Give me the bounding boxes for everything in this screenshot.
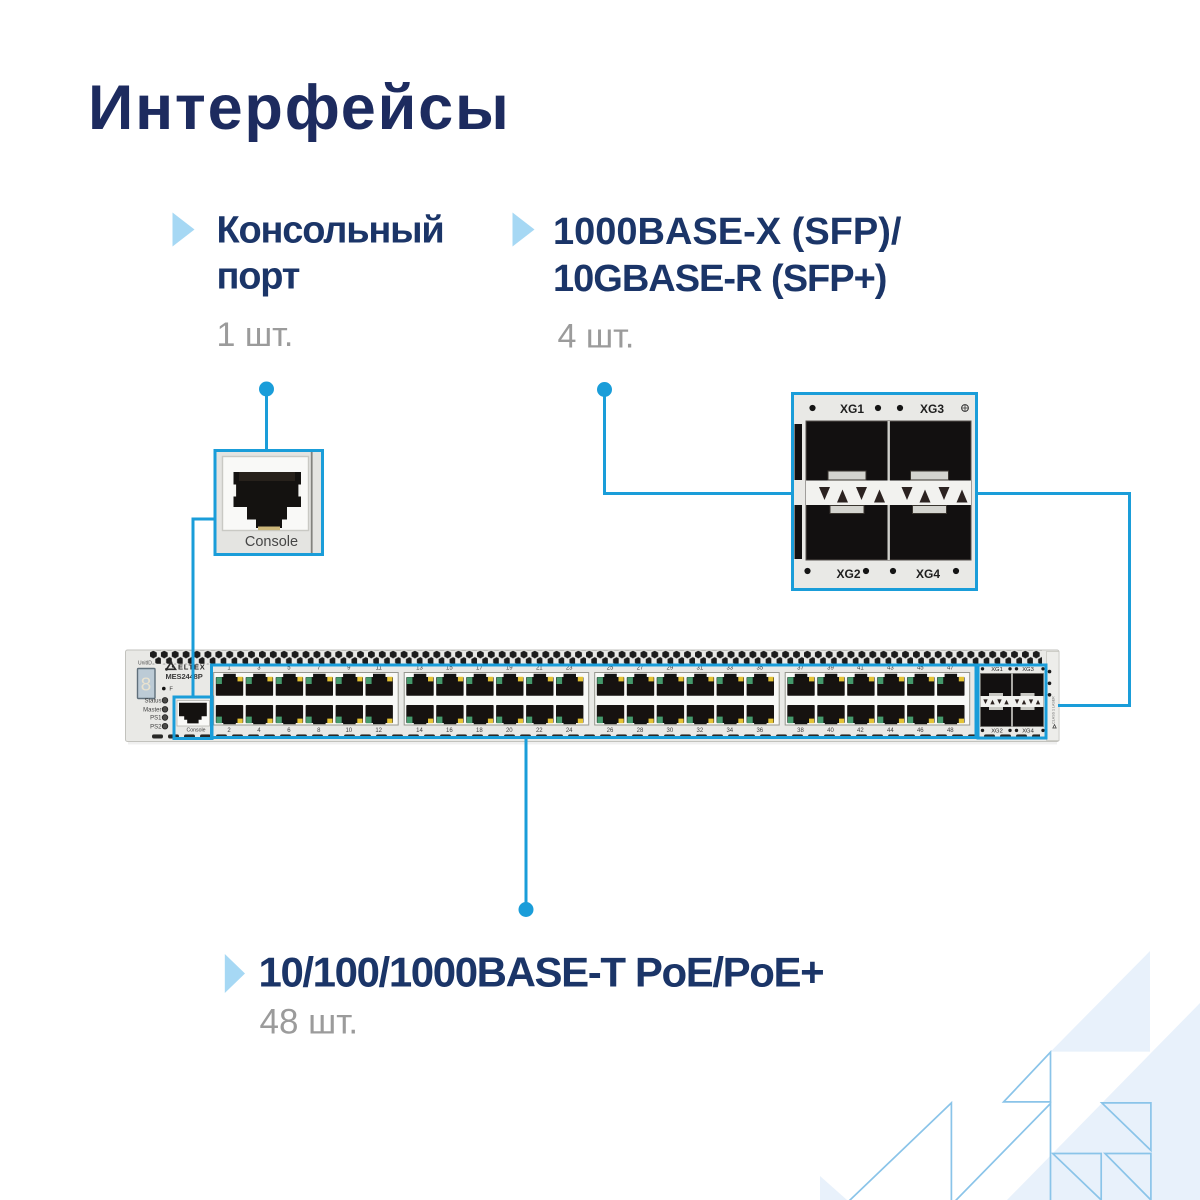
svg-text:11: 11 <box>376 666 383 672</box>
svg-text:48: 48 <box>947 728 954 734</box>
svg-text:XG3: XG3 <box>920 402 944 416</box>
svg-text:7: 7 <box>317 666 321 672</box>
svg-text:9: 9 <box>347 666 351 672</box>
svg-text:12: 12 <box>375 728 382 734</box>
svg-text:40: 40 <box>827 728 834 734</box>
svg-text:46: 46 <box>917 728 924 734</box>
svg-text:PS2: PS2 <box>150 724 162 730</box>
svg-text:XG1: XG1 <box>991 667 1003 673</box>
svg-text:8: 8 <box>317 728 321 734</box>
svg-text:25: 25 <box>607 666 614 672</box>
svg-text:порт: порт <box>217 256 300 298</box>
svg-text:XG2: XG2 <box>991 729 1003 735</box>
svg-text:43: 43 <box>887 666 894 672</box>
svg-text:XG2: XG2 <box>836 567 860 581</box>
svg-text:14: 14 <box>416 728 423 734</box>
svg-text:13: 13 <box>416 666 423 672</box>
svg-text:45: 45 <box>917 666 924 672</box>
svg-text:4: 4 <box>257 728 261 734</box>
svg-text:29: 29 <box>667 666 674 672</box>
svg-text:24: 24 <box>566 728 573 734</box>
svg-text:Master: Master <box>143 708 161 714</box>
svg-text:MES2448P: MES2448P <box>166 672 203 681</box>
svg-text:23: 23 <box>566 666 573 672</box>
svg-text:33: 33 <box>726 666 733 672</box>
svg-text:16: 16 <box>446 728 453 734</box>
svg-text:F: F <box>169 687 173 693</box>
svg-text:Интерфейсы: Интерфейсы <box>88 73 511 143</box>
svg-text:PS1: PS1 <box>150 716 162 722</box>
svg-text:28: 28 <box>637 728 644 734</box>
svg-text:Status: Status <box>144 699 161 705</box>
svg-text:8: 8 <box>140 675 151 697</box>
svg-text:15: 15 <box>446 666 453 672</box>
svg-text:27: 27 <box>637 666 644 672</box>
svg-text:XG4: XG4 <box>916 567 940 581</box>
svg-text:31: 31 <box>697 666 704 672</box>
svg-text:Консольный: Консольный <box>217 210 444 252</box>
svg-text:47: 47 <box>947 666 954 672</box>
svg-text:10GBASE-R (SFP+): 10GBASE-R (SFP+) <box>553 258 886 300</box>
svg-text:37: 37 <box>797 666 804 672</box>
svg-text:10/100/1000BASE-T PoE/PoE+: 10/100/1000BASE-T PoE/PoE+ <box>259 949 824 996</box>
svg-text:Console: Console <box>186 728 205 734</box>
svg-text:48 шт.: 48 шт. <box>260 1003 359 1042</box>
svg-text:34: 34 <box>726 728 733 734</box>
svg-text:XG3: XG3 <box>1022 667 1034 673</box>
svg-text:4 шт.: 4 шт. <box>558 318 635 356</box>
svg-text:Console: Console <box>245 534 298 550</box>
svg-text:3: 3 <box>257 666 261 672</box>
svg-text:22: 22 <box>536 728 543 734</box>
svg-text:44: 44 <box>887 728 894 734</box>
svg-text:6: 6 <box>287 728 291 734</box>
svg-text:19: 19 <box>506 666 513 672</box>
svg-text:30: 30 <box>667 728 674 734</box>
svg-text:ELTEX: ELTEX <box>178 663 206 672</box>
svg-text:41: 41 <box>857 666 864 672</box>
svg-text:2: 2 <box>227 728 231 734</box>
svg-text:21: 21 <box>536 666 543 672</box>
svg-text:1 шт.: 1 шт. <box>217 316 294 354</box>
svg-text:XG1: XG1 <box>840 402 864 416</box>
svg-text:5: 5 <box>287 666 291 672</box>
svg-text:10: 10 <box>345 728 352 734</box>
svg-text:35: 35 <box>756 666 763 672</box>
svg-text:26: 26 <box>607 728 614 734</box>
svg-text:42: 42 <box>857 728 864 734</box>
svg-text:39: 39 <box>827 666 834 672</box>
svg-text:38: 38 <box>797 728 804 734</box>
svg-text:18: 18 <box>476 728 483 734</box>
svg-text:36: 36 <box>756 728 763 734</box>
svg-text:17: 17 <box>476 666 483 672</box>
svg-text:1: 1 <box>227 666 231 672</box>
svg-text:32: 32 <box>697 728 704 734</box>
svg-text:CLASS 1 LASER: CLASS 1 LASER <box>1052 696 1056 724</box>
svg-text:20: 20 <box>506 728 513 734</box>
svg-text:UnitID: UnitID <box>138 661 152 667</box>
svg-text:XG4: XG4 <box>1022 729 1034 735</box>
svg-text:1000BASE-X (SFP)/: 1000BASE-X (SFP)/ <box>553 211 902 253</box>
